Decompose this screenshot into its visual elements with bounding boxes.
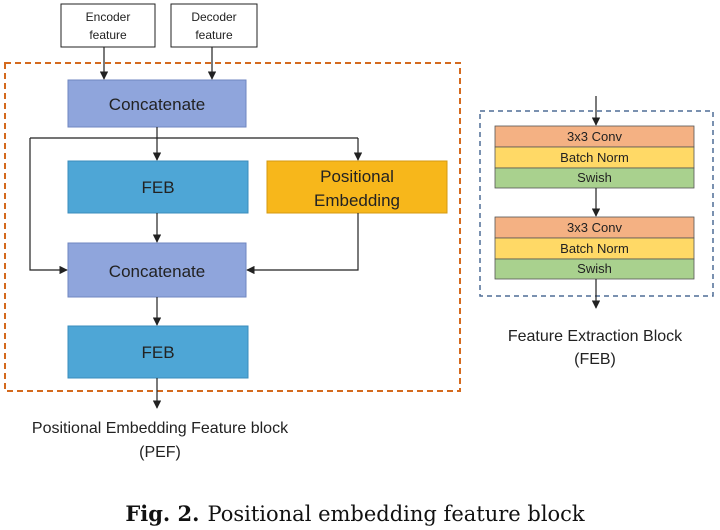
swish-layer-1-label: Swish [577, 170, 612, 185]
conv-layer-1-label: 3x3 Conv [567, 129, 622, 144]
feb-block-label-line1: Feature Extraction Block [508, 328, 683, 345]
feb-block-layers: 3x3 Conv Batch Norm Swish 3x3 Conv Batch… [494, 125, 695, 280]
batchnorm-layer-1-label: Batch Norm [560, 150, 629, 165]
pef-label-line2: (PEF) [139, 444, 181, 461]
encoder-feature-label-line2: feature [89, 28, 127, 42]
arrow-skip-to-concat-bottom [29, 138, 68, 275]
arrow-positional-to-concat-bottom [246, 213, 359, 275]
decoder-feature-label-line1: Decoder [191, 10, 236, 24]
swish-layer-2 [494, 258, 695, 280]
conv-layer-2-label: 3x3 Conv [567, 220, 622, 235]
decoder-feature-box: Decoder feature [170, 3, 258, 48]
decoder-feature-label-line2: feature [195, 28, 233, 42]
feb-top-label: FEB [141, 178, 174, 197]
feb-top-box: FEB [67, 160, 249, 214]
figure-caption-text: Positional embedding feature block [207, 502, 584, 526]
swish-layer-1 [494, 167, 695, 189]
figure-caption-label: Fig. 2. [125, 501, 199, 526]
positional-embedding-label-line2: Embedding [314, 191, 400, 210]
encoder-feature-label-line1: Encoder [86, 10, 131, 24]
figure-caption: Fig. 2. Positional embedding feature bloc… [125, 501, 585, 526]
batchnorm-layer-2-label: Batch Norm [560, 241, 629, 256]
feb-block-label-line2: (FEB) [574, 351, 616, 368]
positional-embedding-label-line1: Positional [320, 167, 394, 186]
pef-container [4, 62, 461, 392]
concatenate-top-label: Concatenate [109, 95, 205, 114]
feb-bottom-box: FEB [67, 325, 249, 379]
encoder-feature-box: Encoder feature [60, 3, 156, 48]
positional-embedding-box: Positional Embedding [266, 160, 448, 214]
pef-label-line1: Positional Embedding Feature block [32, 420, 289, 437]
swish-layer-2-label: Swish [577, 261, 612, 276]
concatenate-top-box: Concatenate [67, 79, 247, 128]
concatenate-bottom-box: Concatenate [67, 242, 247, 298]
pef-connectors [29, 47, 363, 409]
feb-bottom-label: FEB [141, 343, 174, 362]
concatenate-bottom-label: Concatenate [109, 262, 205, 281]
